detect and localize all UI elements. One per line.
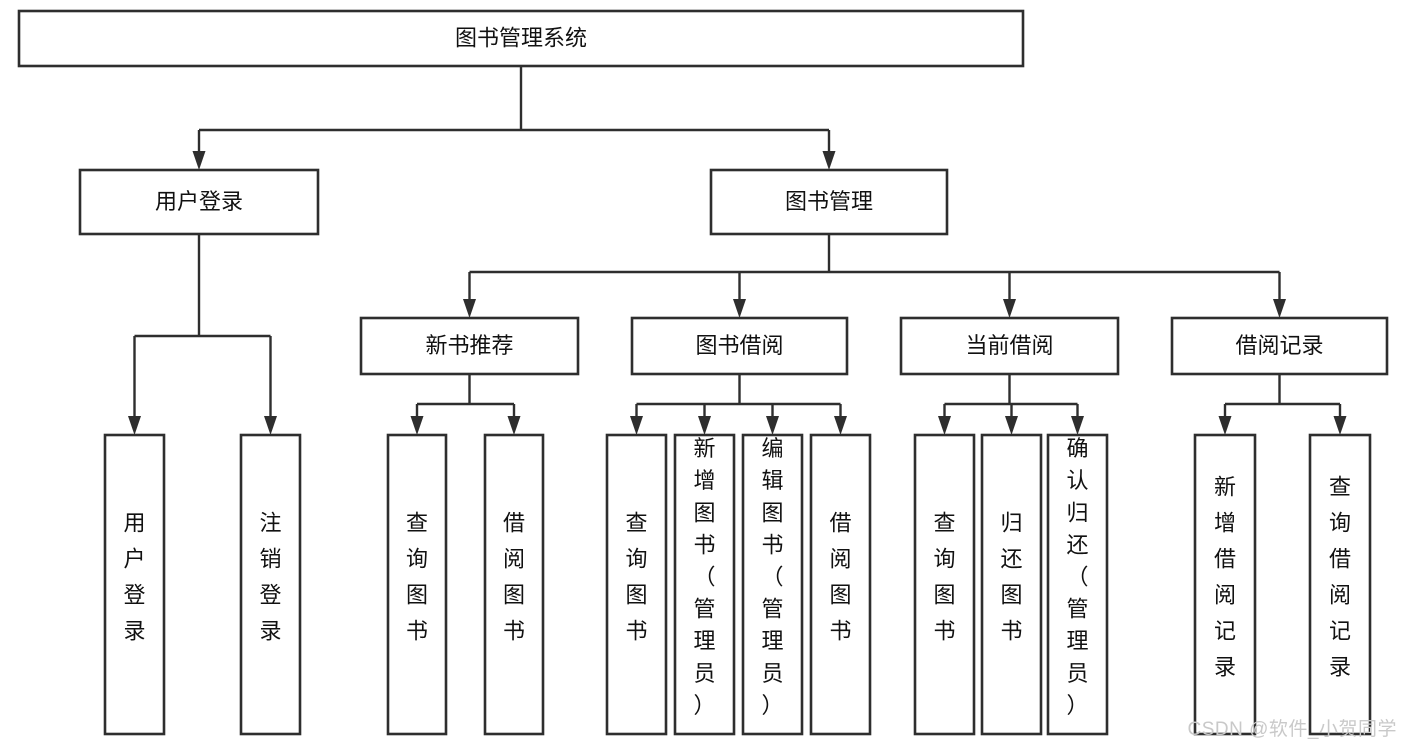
node-label: 新增借阅记录: [1214, 475, 1236, 680]
node-leaf-query-book-1[interactable]: 查询图书: [386, 433, 448, 736]
node-box: [709, 168, 949, 236]
node-label: 编辑图书（管理员）: [761, 436, 783, 718]
node-current-borrow[interactable]: 当前借阅: [899, 316, 1120, 376]
node-box: [630, 316, 849, 376]
node-label: 借阅图书: [829, 511, 851, 644]
arrow-head-icon: [1005, 416, 1018, 435]
node-leaf-confirm-return[interactable]: 确认归还（管理员）: [1046, 433, 1109, 736]
node-label: 借阅图书: [503, 511, 525, 644]
node-leaf-user-login[interactable]: 用户登录: [103, 433, 166, 736]
node-box: [483, 433, 545, 736]
node-box: [1170, 316, 1389, 376]
arrow-head-icon: [1003, 299, 1016, 318]
node-label: 查询借阅记录: [1329, 475, 1351, 680]
node-box: [1193, 433, 1257, 736]
node-box: [239, 433, 302, 736]
node-leaf-add-record[interactable]: 新增借阅记录: [1193, 433, 1257, 736]
arrow-head-icon: [733, 299, 746, 318]
arrow-head-icon: [834, 416, 847, 435]
node-label: 新书推荐: [425, 333, 513, 358]
node-new-book-rec[interactable]: 新书推荐: [359, 316, 580, 376]
node-layer: 图书管理系统用户登录图书管理新书推荐图书借阅当前借阅借阅记录用户登录注销登录查询…: [17, 9, 1389, 736]
edge-group: [410, 374, 521, 435]
arrow-head-icon: [1218, 416, 1232, 435]
node-box: [103, 433, 166, 736]
arrow-head-icon: [698, 416, 711, 435]
node-leaf-return-book[interactable]: 归还图书: [980, 433, 1043, 736]
node-book-manage[interactable]: 图书管理: [709, 168, 949, 236]
node-box: [605, 433, 668, 736]
arrow-head-icon: [410, 416, 424, 435]
node-box: [980, 433, 1043, 736]
node-box: [78, 168, 320, 236]
node-label: 当前借阅: [965, 333, 1053, 358]
node-label: 确认归还（管理员）: [1066, 436, 1088, 718]
connector-layer: [128, 66, 1347, 435]
node-label: 借阅记录: [1235, 333, 1323, 358]
node-user-login[interactable]: 用户登录: [78, 168, 320, 236]
node-label: 查询图书: [406, 511, 428, 644]
node-label: 归还图书: [1000, 511, 1022, 644]
arrow-head-icon: [1071, 416, 1084, 435]
node-label: 新增图书（管理员）: [693, 436, 715, 718]
node-box: [1308, 433, 1372, 736]
edge-group: [463, 234, 1286, 318]
node-box: [673, 433, 736, 736]
watermark-text: CSDN @软件_小贺同学: [1187, 719, 1397, 740]
edge-group: [128, 234, 277, 435]
node-label: 查询图书: [933, 511, 955, 644]
arrow-head-icon: [463, 299, 476, 318]
node-box: [17, 9, 1025, 68]
edge-group: [1218, 374, 1347, 435]
arrow-head-icon: [1333, 416, 1347, 435]
node-leaf-logout[interactable]: 注销登录: [239, 433, 302, 736]
node-label: 用户登录: [123, 511, 145, 644]
arrow-head-icon: [1273, 299, 1286, 318]
arrow-head-icon: [766, 416, 779, 435]
node-box: [899, 316, 1120, 376]
arrow-head-icon: [264, 416, 277, 435]
node-label: 注销登录: [259, 511, 281, 644]
node-label: 图书借阅: [695, 333, 783, 358]
node-leaf-borrow-book-2[interactable]: 借阅图书: [809, 433, 872, 736]
node-leaf-edit-book[interactable]: 编辑图书（管理员）: [741, 433, 804, 736]
node-leaf-query-book-3[interactable]: 查询图书: [913, 433, 976, 736]
arrow-head-icon: [630, 416, 643, 435]
node-box: [359, 316, 580, 376]
node-leaf-query-book-2[interactable]: 查询图书: [605, 433, 668, 736]
node-label: 图书管理: [785, 189, 873, 214]
node-label: 用户登录: [155, 189, 243, 214]
node-root[interactable]: 图书管理系统: [17, 9, 1025, 68]
node-box: [809, 433, 872, 736]
node-box: [1046, 433, 1109, 736]
arrow-head-icon: [192, 151, 206, 170]
arrow-head-icon: [938, 416, 951, 435]
arrow-head-icon: [822, 151, 836, 170]
node-box: [741, 433, 804, 736]
node-borrow-record[interactable]: 借阅记录: [1170, 316, 1389, 376]
edge-group: [192, 66, 836, 170]
node-box: [913, 433, 976, 736]
node-book-borrow[interactable]: 图书借阅: [630, 316, 849, 376]
arrow-head-icon: [507, 416, 521, 435]
node-leaf-add-book[interactable]: 新增图书（管理员）: [673, 433, 736, 736]
arrow-head-icon: [128, 416, 141, 435]
node-label: 图书管理系统: [455, 25, 587, 50]
node-leaf-borrow-book-1[interactable]: 借阅图书: [483, 433, 545, 736]
edge-group: [630, 374, 847, 435]
node-leaf-query-record[interactable]: 查询借阅记录: [1308, 433, 1372, 736]
node-box: [386, 433, 448, 736]
node-label: 查询图书: [625, 511, 647, 644]
edge-group: [938, 374, 1084, 435]
